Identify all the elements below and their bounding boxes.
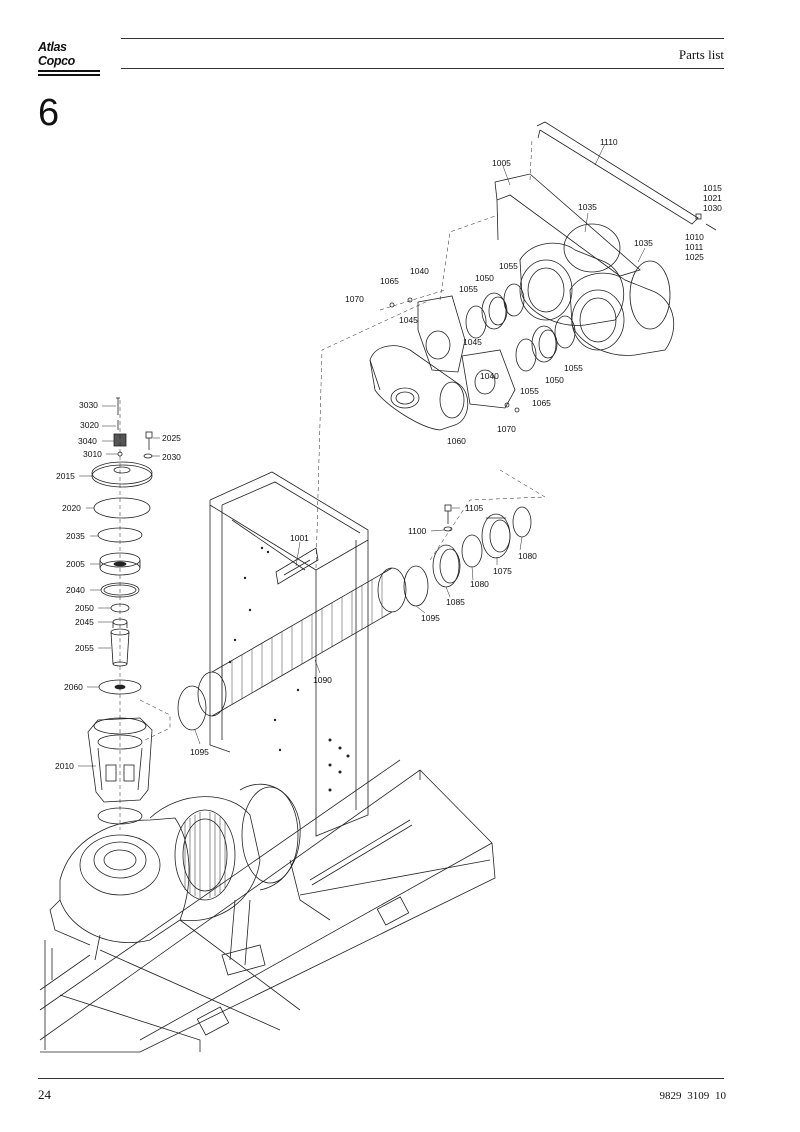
callout-1090: 1090	[313, 675, 332, 685]
callout-1005: 1005	[492, 158, 511, 168]
callout-1075: 1075	[493, 566, 512, 576]
callout-2060: 2060	[64, 682, 83, 692]
callout-3010: 3010	[83, 449, 102, 459]
callout-1050: 1050	[545, 375, 564, 385]
header-top-rule	[121, 38, 724, 39]
header-bottom-rule	[121, 68, 724, 69]
section-title: Parts list	[678, 47, 724, 62]
callout-1070: 1070	[497, 424, 516, 434]
callout-2035: 2035	[66, 531, 85, 541]
callout-1035: 1035	[578, 202, 597, 212]
callout-2025: 2025	[162, 433, 181, 443]
callout-3040: 3040	[78, 436, 97, 446]
chapter-number: 6	[38, 92, 60, 134]
callout-1025: 1025	[685, 252, 704, 262]
callout-1080: 1080	[470, 579, 489, 589]
callout-1045: 1045	[399, 315, 418, 325]
callout-2045: 2045	[75, 617, 94, 627]
atlas-copco-logo: Atlas Copco	[38, 40, 100, 76]
cabinet-frame	[209, 471, 369, 837]
callout-1035: 1035	[634, 238, 653, 248]
silencer-body	[369, 345, 469, 431]
callout-1080: 1080	[518, 551, 537, 561]
leader-lines	[78, 143, 646, 767]
callout-1065: 1065	[532, 398, 551, 408]
callout-1055: 1055	[520, 386, 539, 396]
callout-1085: 1085	[446, 597, 465, 607]
logo-bar	[38, 74, 100, 76]
callout-1055: 1055	[499, 261, 518, 271]
callout-1021: 1021	[703, 193, 722, 203]
callout-1040: 1040	[480, 371, 499, 381]
callout-1105: 1105	[465, 503, 484, 513]
callout-labels: 1110 1005 1015 1021 1030 1035 1035 1010 …	[55, 137, 722, 771]
callout-2020: 2020	[62, 503, 81, 513]
callout-1015: 1015	[703, 183, 722, 193]
document-number: 9829 3109 10	[659, 1090, 727, 1102]
callout-2005: 2005	[66, 559, 85, 569]
callout-1055: 1055	[564, 363, 583, 373]
callout-2010: 2010	[55, 761, 74, 771]
base-frame	[39, 759, 496, 1053]
footer-rule	[38, 1078, 724, 1079]
callout-1011: 1011	[685, 242, 704, 252]
callout-1060: 1060	[447, 436, 466, 446]
callout-1050: 1050	[475, 273, 494, 283]
callout-3020: 3020	[80, 420, 99, 430]
callout-1055: 1055	[459, 284, 478, 294]
page-number: 24	[38, 1087, 51, 1102]
callout-1070: 1070	[345, 294, 364, 304]
callout-1001: 1001	[290, 533, 309, 543]
air-filter-group	[379, 121, 717, 413]
callout-1095: 1095	[190, 747, 209, 757]
callout-1100: 1100	[408, 526, 427, 536]
brand-name: Atlas Copco	[38, 40, 75, 68]
callout-2055: 2055	[75, 643, 94, 653]
callout-1065: 1065	[380, 276, 399, 286]
logo-bar	[38, 70, 100, 72]
inlet-valve-stack	[87, 397, 171, 830]
callout-1010: 1010	[685, 232, 704, 242]
callout-2050: 2050	[75, 603, 94, 613]
callout-2030: 2030	[162, 452, 181, 462]
callout-2040: 2040	[66, 585, 85, 595]
callout-3030: 3030	[79, 400, 98, 410]
callout-1045: 1045	[463, 337, 482, 347]
flexible-hose	[177, 299, 546, 731]
callout-1110: 1110	[600, 137, 618, 147]
callout-1040: 1040	[410, 266, 429, 276]
callout-1095: 1095	[421, 613, 440, 623]
compressor-assembly	[49, 783, 301, 976]
callout-1030: 1030	[703, 203, 722, 213]
callout-2015: 2015	[56, 471, 75, 481]
